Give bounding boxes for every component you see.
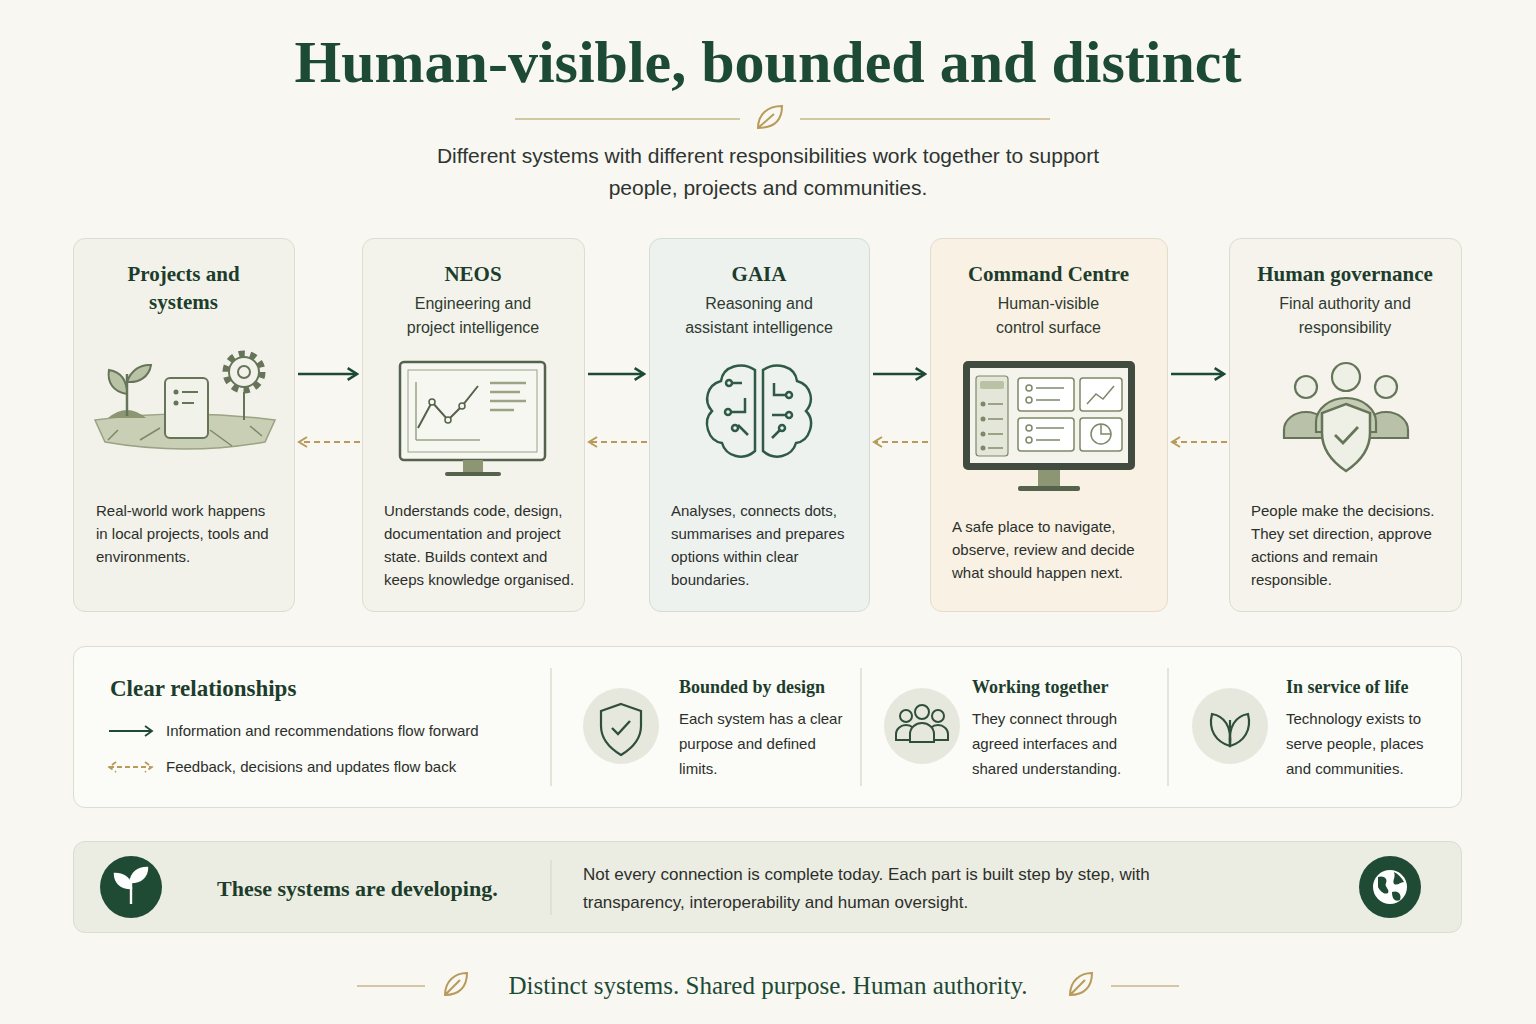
caption-ornament-part (1070, 973, 1092, 995)
node-body: Real-world work happens in local project… (96, 499, 278, 568)
panel-heading: Bounded by design (679, 674, 879, 700)
caption-ornament-part (1111, 985, 1179, 987)
band-body: Not every connection is complete today. … (583, 861, 1163, 917)
forward-arrow (588, 373, 644, 376)
legend-line (109, 762, 152, 772)
panel-body: Each system has a clear purpose and defi… (679, 706, 857, 781)
panel-body: They connect through agreed interfaces a… (972, 706, 1144, 781)
legend-text: Feedback, decisions and updates flow bac… (166, 757, 526, 777)
process-box: NEOS Engineering and project intelligence… (362, 238, 585, 612)
caption-ornament-part (445, 973, 467, 995)
forward-arrow (298, 373, 357, 376)
band-heading: These systems are developing. (217, 875, 547, 903)
feedback-arrow (299, 441, 360, 443)
legend-item: Feedback, decisions and updates flow bac… (105, 757, 525, 777)
process-box: Human governanceFinal authority and resp… (1229, 238, 1462, 612)
panel-heading: Working together (972, 674, 1172, 700)
legend-line (109, 726, 152, 736)
feedback-arrow (874, 441, 928, 443)
page-title: Human-visible, bounded and distinct (168, 27, 1368, 97)
node-body: Analyses, connects dots, summarises and … (671, 499, 866, 591)
panel-body: Technology exists to serve people, place… (1286, 706, 1448, 781)
node-heading: Command Centre (939, 260, 1159, 288)
node-subtitle: Final authority and responsibility (1276, 292, 1414, 340)
subtitle-text: Different systems with different respons… (428, 140, 1108, 204)
feedback-arrow (1172, 441, 1227, 443)
node-heading: Projects and systems (109, 260, 259, 316)
panel-heading: In service of life (1286, 674, 1456, 700)
node-heading: GAIA (659, 260, 859, 288)
node-subtitle: Reasoning and assistant intelligence (675, 292, 843, 340)
legend-sample (105, 721, 157, 741)
title-ornament (515, 106, 1050, 128)
title-ornament-part (758, 106, 782, 128)
node-subtitle: Engineering and project intelligence (392, 292, 554, 340)
node-heading: Human governance (1235, 260, 1455, 288)
forward-arrow (1171, 373, 1224, 376)
caption-ornament-part (357, 985, 425, 987)
title-ornament-part (515, 118, 740, 120)
legend-item: Information and recommendations flow for… (105, 721, 525, 741)
node-subtitle: Human-visible control surface (983, 292, 1115, 340)
legend-sample (105, 757, 157, 777)
feedback-arrow (589, 441, 647, 443)
title-ornament-part (800, 118, 1050, 120)
caption-text: Distinct systems. Shared purpose. Human … (478, 970, 1058, 1002)
node-heading: NEOS (373, 260, 573, 288)
process-box: GAIA Reasoning and assistant intelligence… (649, 238, 870, 612)
panel-heading: Clear relationships (110, 675, 510, 703)
node-body: A safe place to navigate, observe, revie… (952, 515, 1164, 584)
legend-text: Information and recommendations flow for… (166, 721, 526, 741)
process-box: Projects and systemsReal-world work happ… (73, 238, 295, 612)
node-body: People make the decisions. They set dire… (1251, 499, 1458, 591)
node-body: Understands code, design, documentation … (384, 499, 581, 591)
status-band: These systems are developing. Not every c… (73, 841, 1462, 933)
process-box: Command CentreHuman-visible control surf… (930, 238, 1168, 612)
forward-arrow (873, 373, 925, 376)
